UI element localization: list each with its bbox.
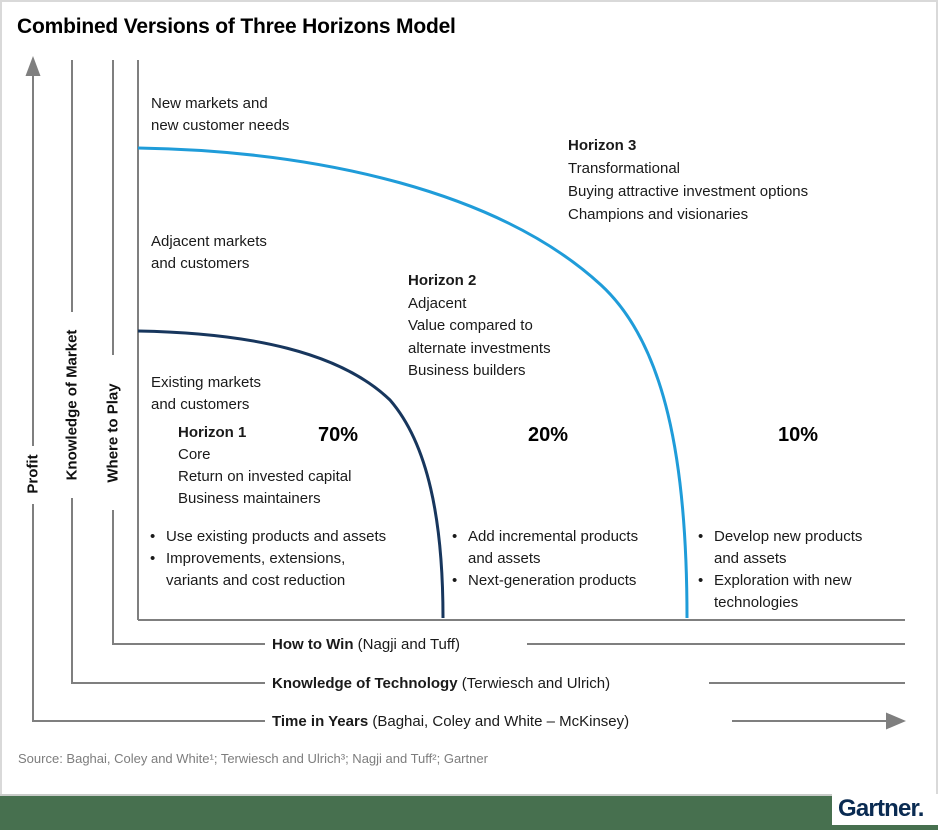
gartner-logo: Gartner. [838, 795, 924, 822]
horizon2-block: Horizon 2 Adjacent Value compared to alt… [408, 272, 551, 379]
horizon3-title: Horizon 3 [568, 137, 637, 154]
source-attribution: Source: Baghai, Coley and White¹; Terwie… [18, 751, 488, 766]
main-chart-axes [137, 60, 905, 621]
list-item-continuation: and assets [714, 550, 787, 567]
axis-label-where-to-play: Where to Play [104, 383, 122, 483]
knowledge-of-market-axis-line [71, 60, 905, 684]
list-item: Next-generation products [450, 570, 700, 592]
list-item: Develop new products [696, 526, 921, 548]
horizon3-boundary-curve [137, 146, 689, 619]
horizon1-percentage: 70% [318, 424, 359, 446]
axis-label-knowledge-of-technology: Knowledge of Technology (Terwiesch and U… [272, 675, 611, 692]
list-item: Use existing products and assets [148, 526, 448, 548]
list-item: Exploration with new [696, 570, 921, 592]
horizon2-title: Horizon 2 [408, 272, 477, 289]
axis-label-time-in-years: Time in Years (Baghai, Coley and White –… [272, 713, 630, 730]
footer-band: Gartner. [0, 794, 938, 830]
horizon3-bullet-list: Develop new products and assets Explorat… [696, 526, 921, 614]
time-arrowhead-icon [886, 712, 906, 730]
new-markets-label: New markets and new customer needs [151, 95, 290, 134]
profit-arrowhead-icon [25, 56, 41, 76]
page-title: Combined Versions of Three Horizons Mode… [17, 15, 456, 38]
list-item: Add incremental products [450, 526, 700, 548]
profit-axis-line [32, 76, 265, 722]
horizon1-bullet-list: Use existing products and assets Improve… [148, 526, 448, 592]
horizon1-block: Horizon 1 Core Return on invested capita… [178, 424, 352, 507]
gartner-logo-plate: Gartner. [832, 794, 938, 825]
horizon3-block: Horizon 3 Transformational Buying attrac… [568, 134, 808, 226]
list-item: Improvements, extensions, [148, 548, 448, 570]
axis-label-how-to-win: How to Win (Nagji and Tuff) [272, 636, 460, 653]
adjacent-markets-label: Adjacent markets and customers [151, 233, 267, 272]
horizon3-percentage: 10% [778, 424, 819, 446]
horizon2-percentage: 20% [528, 424, 569, 446]
horizon2-bullet-list: Add incremental products and assets Next… [450, 526, 700, 592]
list-item-continuation: variants and cost reduction [166, 572, 346, 589]
where-to-play-axis-line [112, 60, 905, 645]
existing-markets-label: Existing markets and customers [151, 374, 262, 413]
axis-label-knowledge-of-market: Knowledge of Market [63, 329, 81, 481]
list-item-continuation: and assets [468, 550, 541, 567]
axis-label-profit: Profit [24, 454, 42, 494]
horizon1-title: Horizon 1 [178, 424, 247, 441]
list-item-continuation: technologies [714, 594, 799, 611]
